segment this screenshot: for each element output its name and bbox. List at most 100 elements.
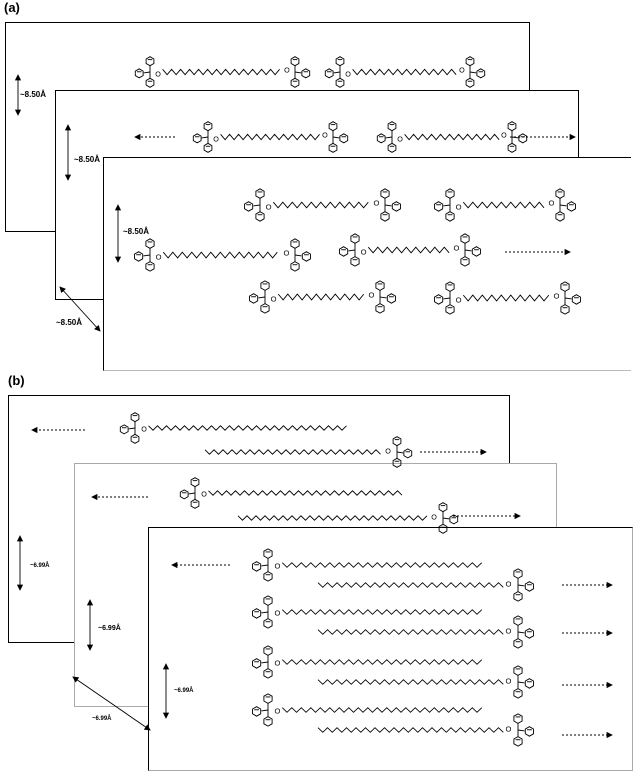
phenyl-ring [524, 581, 534, 592]
panel-b-spacing-label-1: ~6.99Å [30, 563, 50, 569]
alkyl-chain [317, 629, 504, 635]
oxygen-atom: O [501, 131, 507, 140]
oxygen-atom: O [506, 580, 512, 589]
phenyl-ring [438, 523, 448, 534]
phenyl-ring [560, 281, 570, 292]
phenyl-ring [252, 658, 262, 669]
phenyl-ring [380, 188, 390, 199]
oxygen-atom: O [275, 562, 281, 571]
phenyl-ring [301, 68, 311, 79]
phenyl-ring [145, 238, 155, 249]
phenyl-ring [130, 433, 140, 444]
oxygen-atom: O [283, 249, 289, 258]
phenyl-ring [290, 238, 300, 249]
oxygen-atom: O [156, 253, 162, 262]
bond [384, 204, 392, 207]
phenyl-ring [119, 424, 129, 435]
phenyl-ring [391, 201, 401, 212]
phenyl-ring [255, 211, 265, 222]
panel-a-sheet-front [103, 157, 631, 371]
panel-b-spacing-label-3: ~6.99Å [174, 688, 194, 694]
oxygen-atom: O [266, 203, 272, 212]
oxygen-atom: O [275, 609, 281, 618]
phenyl-ring [255, 188, 265, 199]
phenyl-ring [263, 716, 273, 727]
phenyl-ring [190, 498, 200, 509]
oxygen-atom: O [368, 291, 374, 300]
spacing-arrow-diagonal [59, 286, 101, 332]
phenyl-ring [263, 595, 273, 606]
phenyl-ring [260, 303, 270, 314]
panel-a-spacing-label-3: ~8.50Å [123, 227, 150, 236]
phenyl-ring [134, 251, 144, 262]
phenyl-ring [513, 591, 523, 602]
oxygen-atom: O [385, 447, 391, 456]
alkyl-chain [281, 659, 483, 665]
oxygen-atom: O [431, 513, 437, 522]
phenyl-ring [263, 548, 273, 559]
oxygen-atom: O [373, 199, 379, 208]
alkyl-chain [404, 133, 500, 141]
alkyl-chain [352, 68, 457, 76]
bond [143, 254, 151, 257]
oxygen-atom: O [506, 627, 512, 636]
phenyl-ring [375, 303, 385, 314]
panel-b-spacing-label-2: ~6.99Å [98, 625, 121, 632]
phenyl-ring [263, 693, 273, 704]
bond [517, 729, 525, 732]
bond [442, 517, 450, 520]
phenyl-ring [524, 678, 534, 689]
alkyl-chain [277, 293, 365, 301]
bond [258, 296, 266, 299]
phenyl-ring [392, 457, 402, 468]
phenyl-ring [350, 233, 360, 244]
bond [253, 204, 261, 207]
phenyl-ring [252, 706, 262, 717]
panel-b-label: (b) [8, 373, 25, 388]
phenyl-ring [518, 133, 528, 144]
bond [385, 136, 393, 139]
alkyl-chain [367, 246, 450, 254]
oxygen-atom: O [553, 292, 559, 301]
phenyl-ring [339, 133, 349, 144]
phenyl-ring [513, 665, 523, 676]
spacing-arrow-diagonal [72, 676, 151, 731]
phenyl-ring [380, 211, 390, 222]
bond [261, 709, 269, 712]
phenyl-ring [263, 668, 273, 679]
bond [564, 297, 572, 300]
oxygen-atom: O [322, 131, 328, 140]
alkyl-chain [281, 707, 483, 713]
panel-a-spacing-label-1: ~8.50Å [20, 90, 47, 99]
phenyl-ring [290, 56, 300, 67]
phenyl-ring [434, 294, 444, 305]
oxygen-atom: O [506, 677, 512, 686]
bond [379, 296, 387, 299]
alkyl-chain [272, 201, 369, 209]
oxygen-atom: O [456, 296, 462, 305]
alkyl-chain [204, 449, 381, 455]
alkyl-chain [237, 515, 428, 521]
phenyl-ring [203, 121, 213, 132]
phenyl-ring [192, 133, 202, 144]
phenyl-ring [335, 56, 345, 67]
phenyl-ring [263, 618, 273, 629]
phenyl-ring [130, 412, 140, 423]
bond [517, 631, 525, 634]
panel-a-label: (a) [4, 0, 20, 15]
bond [517, 681, 525, 684]
alkyl-chain [317, 679, 504, 685]
phenyl-ring [244, 201, 254, 212]
phenyl-ring [350, 256, 360, 267]
alkyl-chain [281, 562, 483, 568]
phenyl-ring [190, 477, 200, 488]
phenyl-ring [449, 514, 459, 525]
phenyl-ring [555, 188, 565, 199]
phenyl-ring [145, 77, 155, 88]
alkyl-chain [220, 133, 320, 141]
bond [348, 249, 356, 252]
alkyl-chain [208, 490, 403, 496]
bond [559, 204, 567, 207]
phenyl-ring [513, 568, 523, 579]
